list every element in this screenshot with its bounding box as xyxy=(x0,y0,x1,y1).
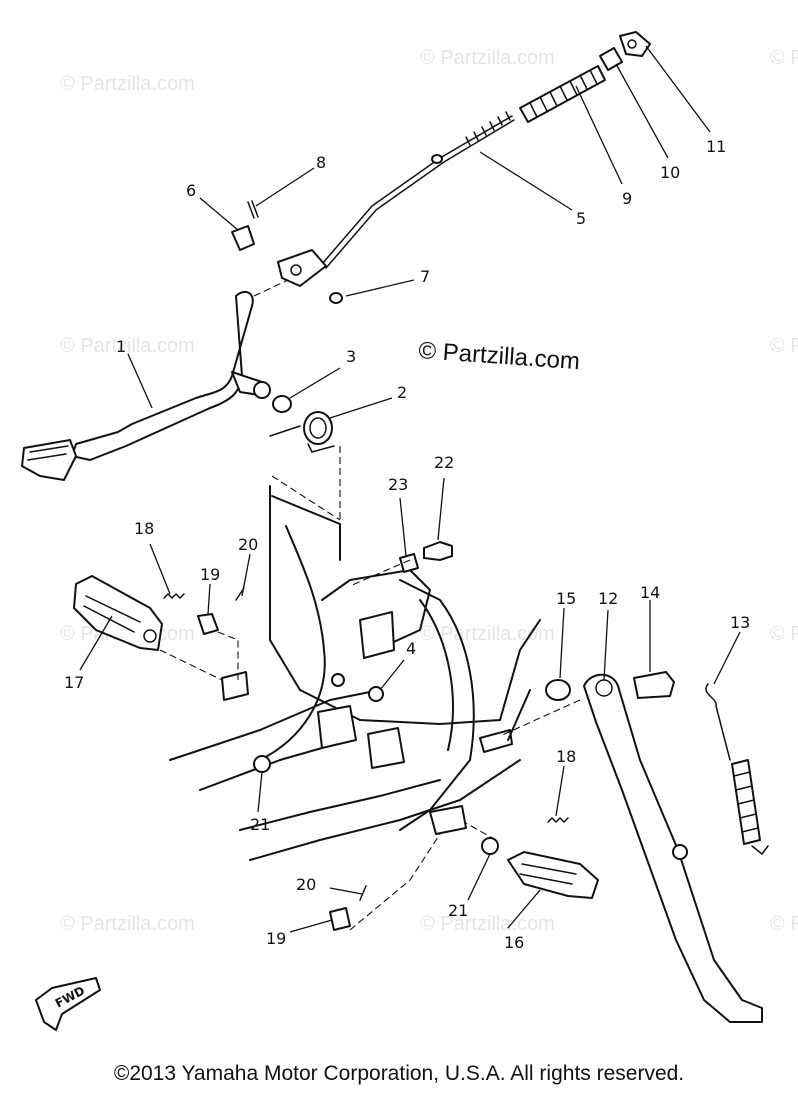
callout-11: 11 xyxy=(706,137,726,156)
washer-3 xyxy=(272,395,292,413)
fwd-arrow-icon: FWD xyxy=(35,977,101,1031)
watermark-text: © Partzilla.com xyxy=(60,335,195,357)
frame-bracket xyxy=(317,705,357,749)
watermark-text: © Partzilla.com xyxy=(420,47,555,69)
callout-19-left: 19 xyxy=(200,565,220,584)
watermark-text: © Partzilla.com xyxy=(770,47,798,69)
watermark-text: © Partzilla.com xyxy=(770,335,798,357)
pedal-arm xyxy=(71,290,254,461)
pivot-end xyxy=(253,381,271,399)
callout-20-right: 20 xyxy=(296,875,316,894)
frame-boss xyxy=(331,673,345,687)
callouts: 1 2 3 4 5 6 7 8 9 10 11 12 13 14 15 16 1… xyxy=(64,137,750,952)
pedal-grip xyxy=(27,445,69,461)
cotter-pin-8 xyxy=(247,200,259,219)
spacer-15 xyxy=(545,679,571,701)
callout-23: 23 xyxy=(388,475,408,494)
callout-19-right: 19 xyxy=(266,929,286,948)
clevis-hole xyxy=(627,39,637,49)
washer-7 xyxy=(329,292,343,304)
callout-5: 5 xyxy=(576,209,586,228)
callout-12: 12 xyxy=(598,589,618,608)
rod-end xyxy=(277,249,327,287)
callout-16: 16 xyxy=(504,933,524,952)
watermark-text: © Partzilla.com xyxy=(770,913,798,935)
callout-10: 10 xyxy=(660,163,680,182)
washer-21-left xyxy=(253,755,271,773)
watermark-layer: © Partzilla.com © Partzilla.com © Partzi… xyxy=(60,47,798,935)
callout-13: 13 xyxy=(730,613,750,632)
callout-22: 22 xyxy=(434,453,454,472)
brake-rod-edge xyxy=(325,119,515,269)
return-spring-2 xyxy=(269,411,335,453)
brake-spring xyxy=(519,65,606,123)
callout-20-left: 20 xyxy=(238,535,258,554)
callout-17: 17 xyxy=(64,673,84,692)
pin-19-left xyxy=(197,613,219,635)
frame-bracket xyxy=(367,727,405,769)
watermark-text: © Partzilla.com xyxy=(60,913,195,935)
adjust-nut xyxy=(599,47,623,71)
rod-end-hole xyxy=(290,264,302,276)
callout-7: 7 xyxy=(420,267,430,286)
footrest-left-17 xyxy=(73,575,163,651)
footrest-mount-left xyxy=(221,671,249,701)
copyright-notice: ©2013 Yamaha Motor Corporation, U.S.A. A… xyxy=(113,1062,685,1085)
frame-mount xyxy=(359,611,395,659)
leader-lines xyxy=(79,45,741,933)
sidestand-12 xyxy=(583,673,763,1023)
brake-pedal xyxy=(21,290,271,481)
spring-18-right xyxy=(547,816,569,824)
bolt-22 xyxy=(423,541,453,561)
spring-18-left xyxy=(163,592,185,600)
callout-9: 9 xyxy=(622,189,632,208)
callout-18-right: 18 xyxy=(556,747,576,766)
rod-clevis xyxy=(619,31,651,57)
callout-6: 6 xyxy=(186,181,196,200)
callout-21-left: 21 xyxy=(250,815,270,834)
bolt-14 xyxy=(633,671,675,699)
callout-3: 3 xyxy=(346,347,356,366)
callout-4: 4 xyxy=(406,639,416,658)
callout-14: 14 xyxy=(640,583,660,602)
rod-thread xyxy=(465,111,511,146)
center-watermark: © Partzilla.com xyxy=(418,337,581,375)
callout-15: 15 xyxy=(556,589,576,608)
assembly-lines xyxy=(159,279,581,931)
callout-1: 1 xyxy=(116,337,126,356)
watermark-text: © Partzilla.com xyxy=(770,623,798,645)
watermark-text: © Partzilla.com xyxy=(60,73,195,95)
callout-18-left: 18 xyxy=(134,519,154,538)
callout-8: 8 xyxy=(316,153,326,172)
footrest-right-16 xyxy=(507,851,599,899)
callout-2: 2 xyxy=(397,383,407,402)
washer-4 xyxy=(368,686,384,702)
nut-23 xyxy=(399,553,419,573)
footrest-mount-right xyxy=(429,805,467,835)
pedal-tip xyxy=(21,439,77,481)
spring-13 xyxy=(705,683,769,856)
frame xyxy=(169,485,541,861)
pin-19-right xyxy=(329,907,351,931)
brake-rod-assembly xyxy=(277,31,651,287)
watermark-text: © Partzilla.com xyxy=(420,623,555,645)
cotter-20-right xyxy=(359,885,367,901)
rod-joint xyxy=(431,154,443,164)
pin-6 xyxy=(231,225,255,251)
callout-21-right: 21 xyxy=(448,901,468,920)
watermark-text: © Partzilla.com xyxy=(420,913,555,935)
